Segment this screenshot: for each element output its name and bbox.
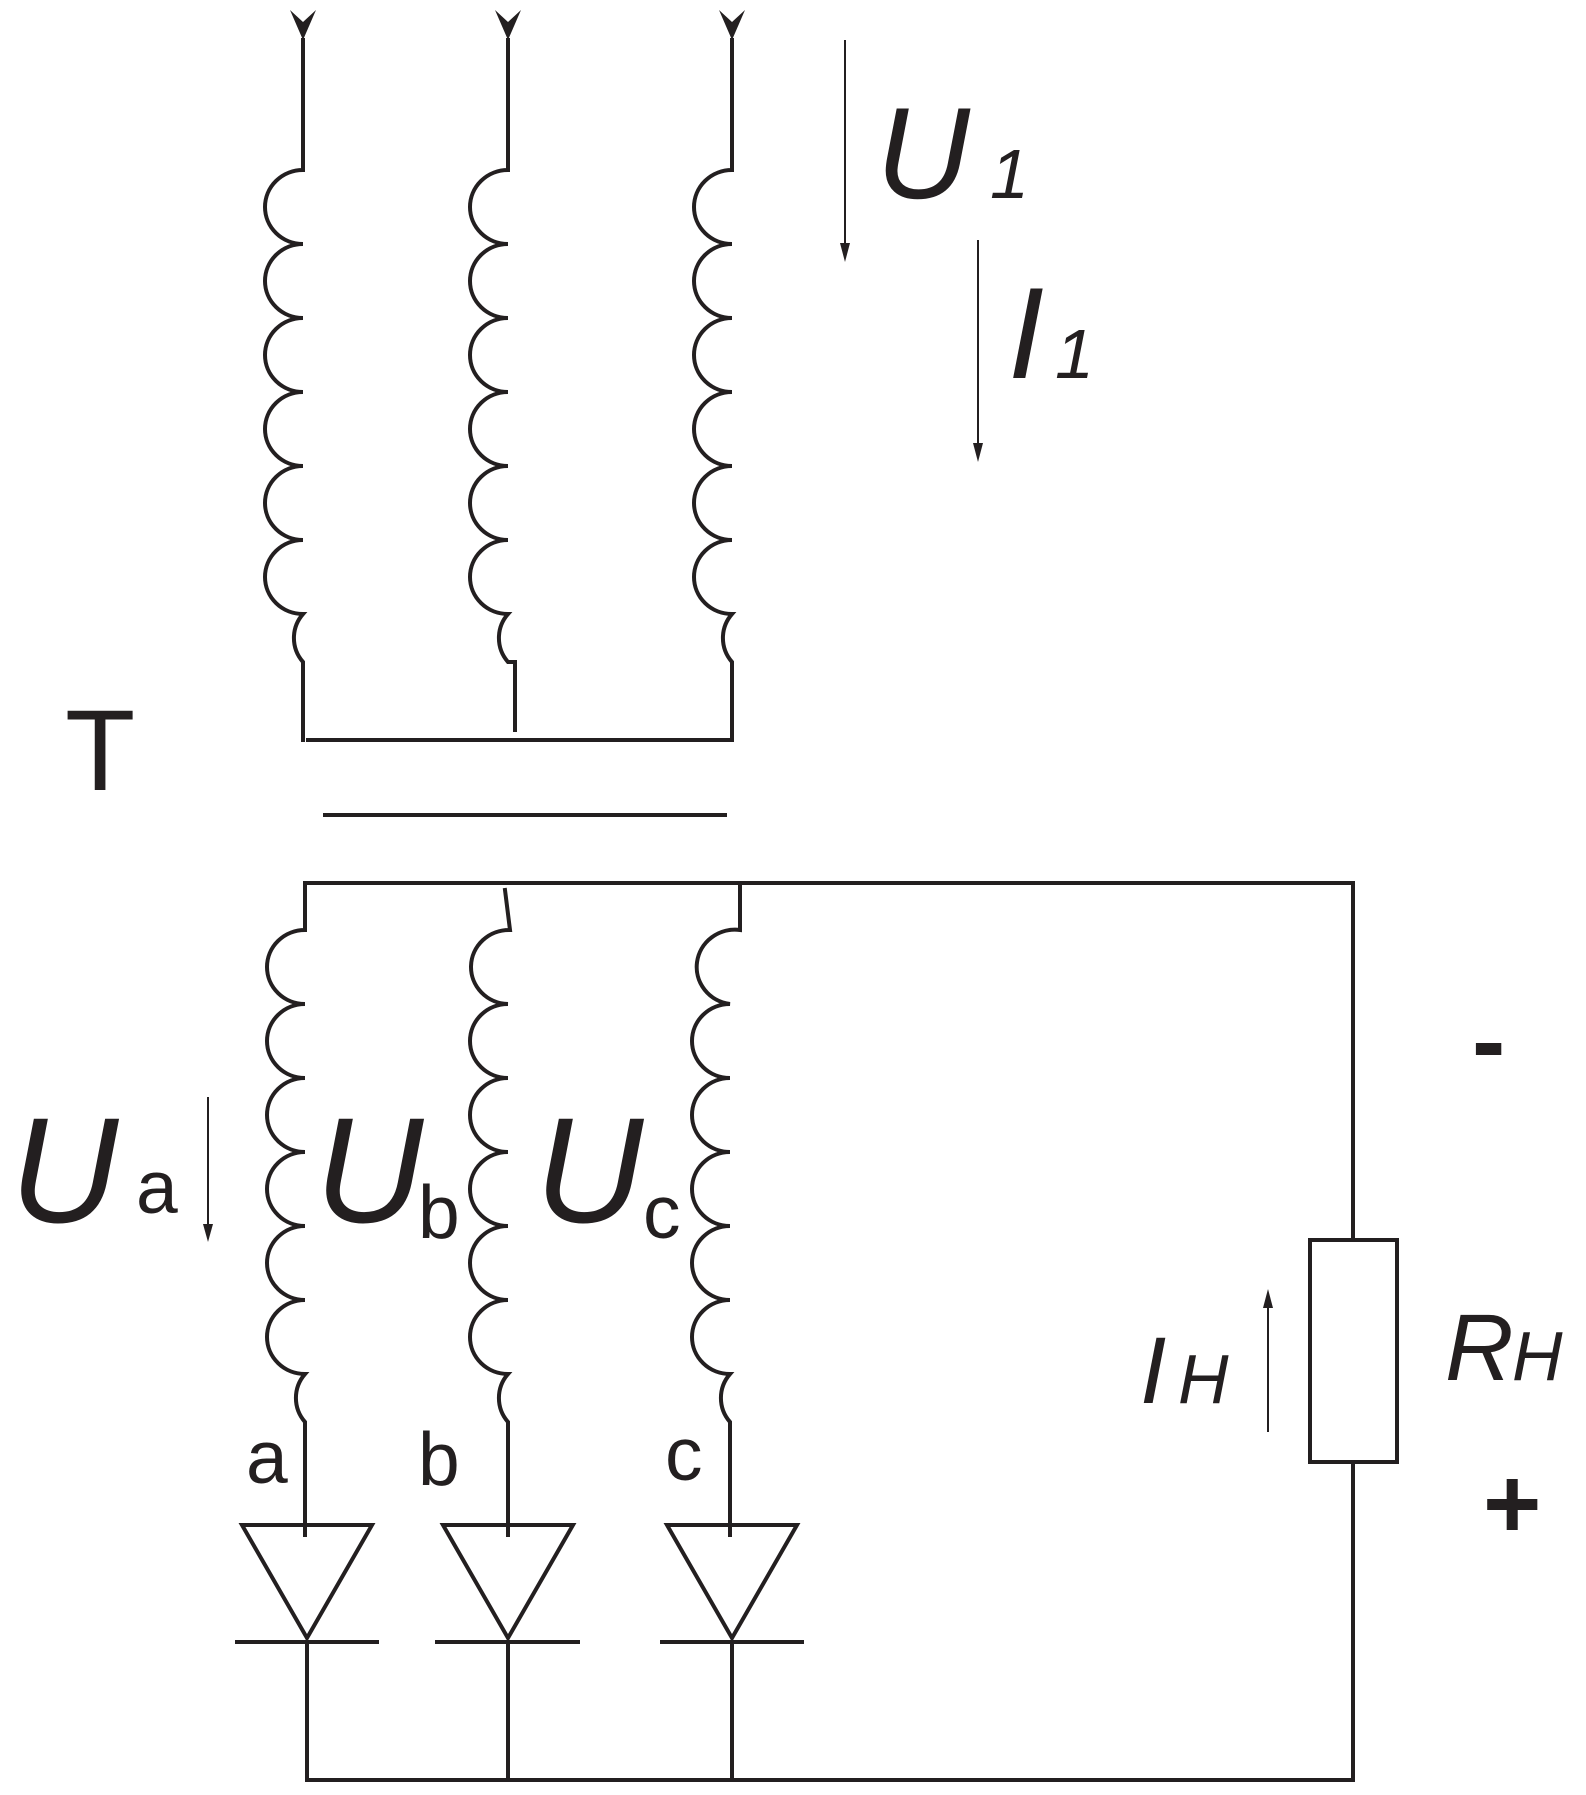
label-ih-sub: H xyxy=(1178,1340,1229,1418)
output-bus xyxy=(305,1460,1355,1782)
label-uc: U xyxy=(535,1086,645,1254)
diode-c xyxy=(660,1523,804,1644)
primary-winding-b xyxy=(468,138,517,732)
secondary-winding-c xyxy=(690,881,742,1537)
label-node-b: b xyxy=(418,1417,460,1501)
primary-winding-a xyxy=(263,138,308,742)
label-transformer: T xyxy=(65,687,135,815)
primary-winding-c xyxy=(692,138,737,742)
i1-arrow-icon xyxy=(973,240,983,462)
label-i1-sub: 1 xyxy=(1055,315,1094,393)
ih-arrow-icon xyxy=(1263,1289,1273,1432)
secondary-winding-b xyxy=(468,887,513,1537)
secondary-winding-a xyxy=(265,881,310,1537)
secondary-star-bus xyxy=(303,881,1355,1240)
input-terminal-b-icon xyxy=(495,10,521,40)
primary-terminals xyxy=(290,10,745,142)
label-minus: - xyxy=(1472,985,1505,1097)
diode-a xyxy=(235,1523,379,1644)
diode-b xyxy=(435,1523,580,1644)
label-ub-sub: b xyxy=(418,1170,460,1254)
input-terminal-a-icon xyxy=(290,10,316,40)
label-rh-sub: H xyxy=(1512,1317,1563,1395)
label-ua-sub: a xyxy=(136,1145,178,1229)
load-resistor xyxy=(1308,1238,1399,1464)
label-ua: U xyxy=(10,1086,120,1254)
label-ub: U xyxy=(315,1086,425,1254)
label-uc-sub: c xyxy=(643,1170,681,1254)
label-node-c: c xyxy=(665,1412,703,1496)
label-rh: R xyxy=(1445,1295,1514,1401)
label-i1: I xyxy=(1008,260,1044,406)
input-terminal-c-icon xyxy=(719,10,745,40)
ua-arrow-icon xyxy=(203,1097,213,1242)
u1-arrow-icon xyxy=(840,40,850,262)
label-u1: U xyxy=(876,80,971,226)
label-ih: I xyxy=(1140,1318,1166,1424)
label-u1-sub: 1 xyxy=(990,135,1029,213)
label-plus: + xyxy=(1483,1448,1541,1560)
label-node-a: a xyxy=(246,1415,288,1499)
